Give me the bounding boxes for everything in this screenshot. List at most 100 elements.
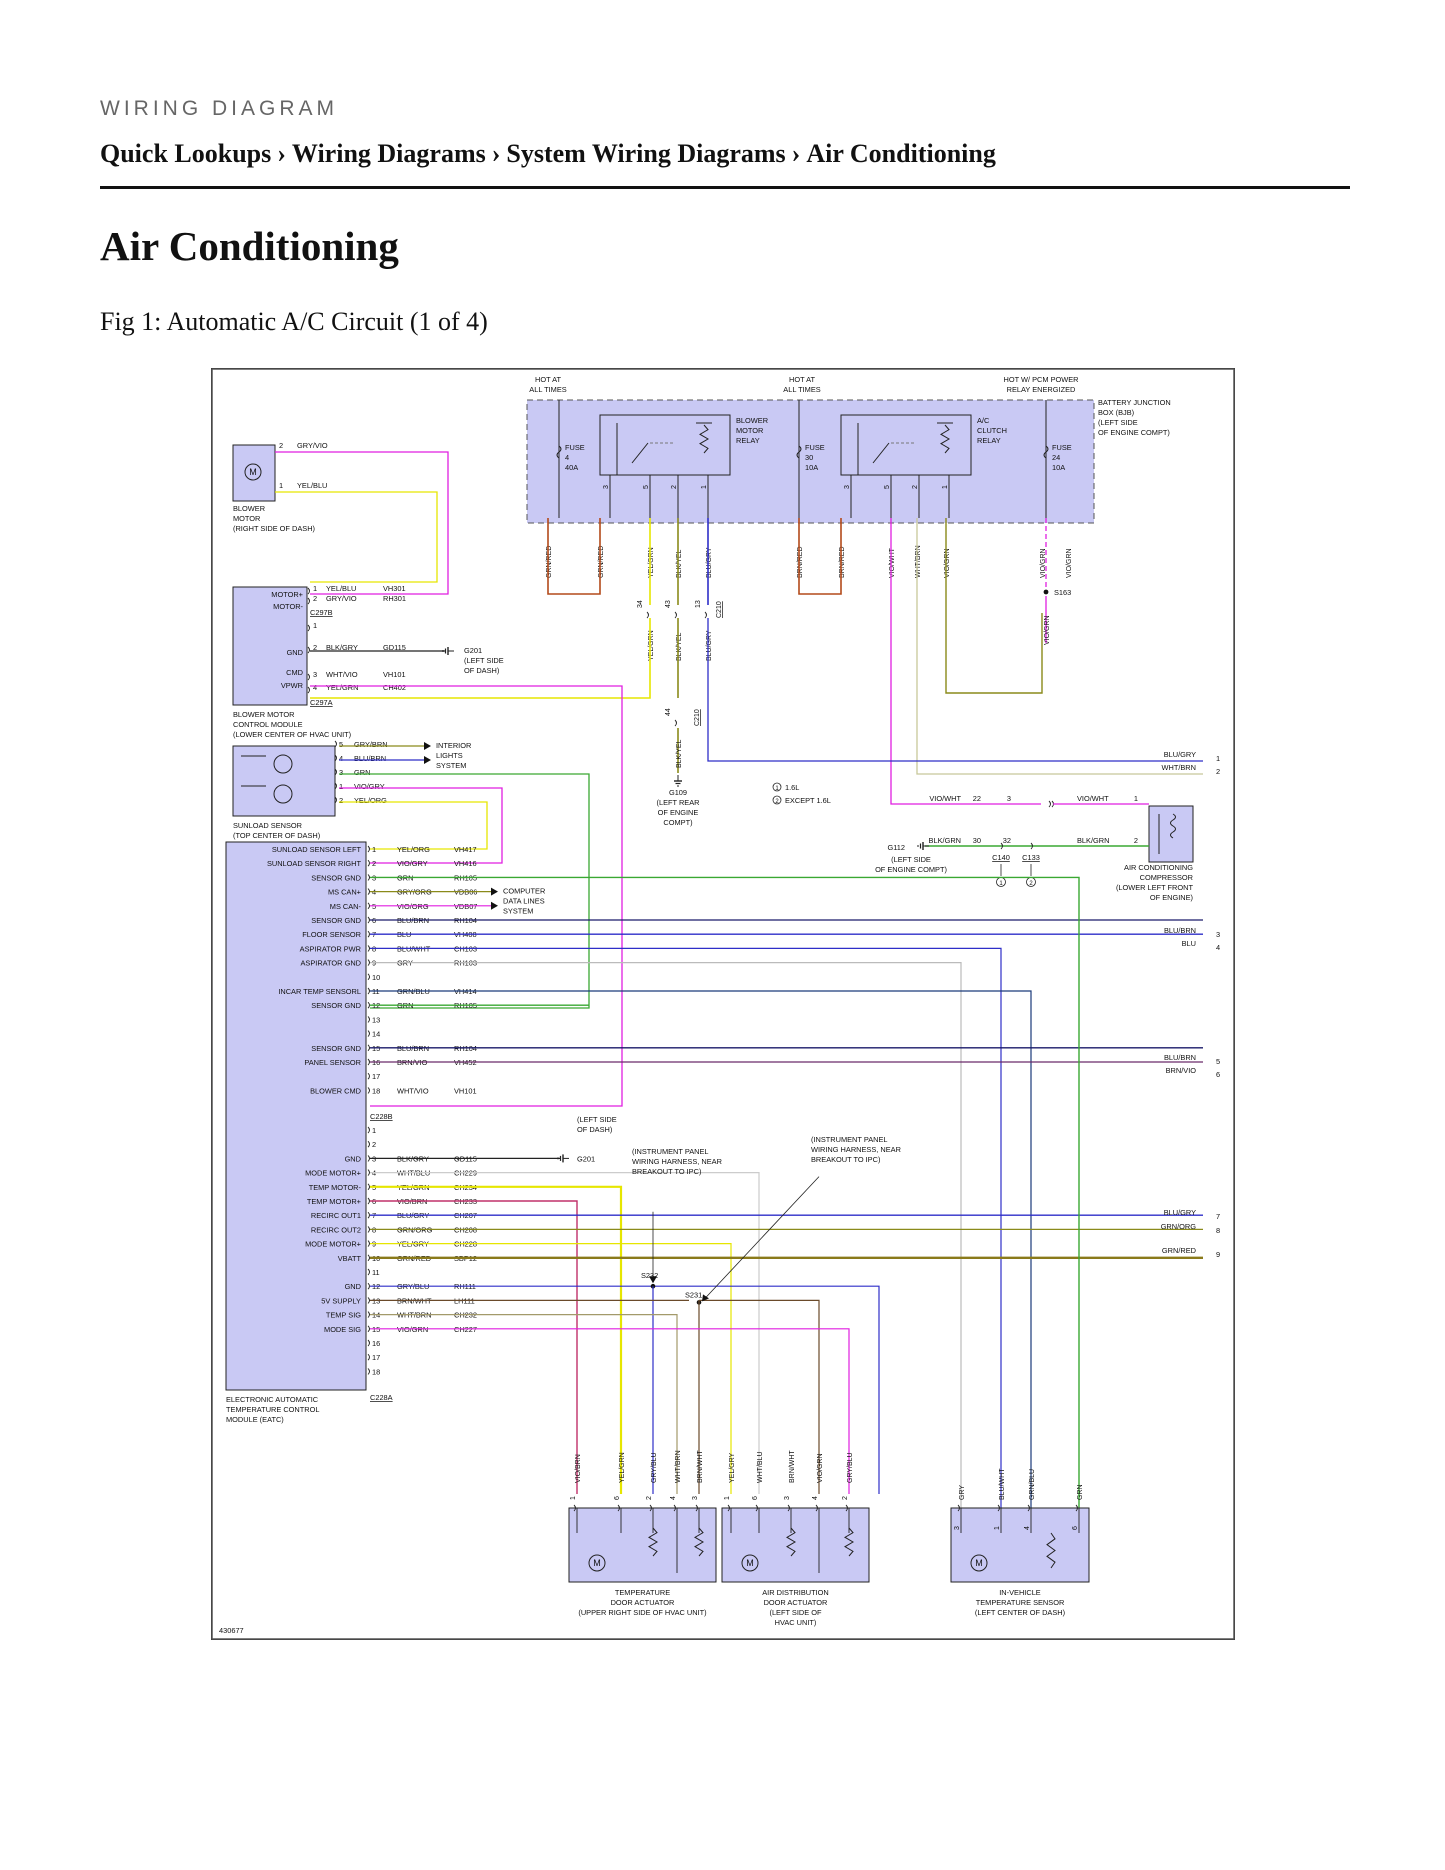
breadcrumb-quick-lookups[interactable]: Quick Lookups bbox=[100, 139, 272, 168]
wire-yel-grn bbox=[370, 1185, 623, 1494]
pin-number: 4 bbox=[339, 754, 343, 763]
eatc-pin-label: 5V SUPPLY bbox=[321, 1296, 361, 1305]
wire-color-label: BRN/WHT bbox=[789, 1450, 796, 1483]
wire-wht-brn bbox=[916, 518, 1203, 775]
pin-number: 2 bbox=[279, 441, 283, 450]
bmcm-label: BLOWER MOTOR bbox=[233, 710, 294, 719]
wire-blu-gry bbox=[707, 618, 1203, 762]
leader-line bbox=[704, 1176, 820, 1299]
pin-number: 2 bbox=[313, 643, 317, 652]
connector-label: C133 bbox=[1022, 853, 1040, 862]
fuse-label: FUSE bbox=[565, 443, 585, 452]
wire-gry-vio bbox=[275, 451, 449, 595]
connector-label: C210 bbox=[694, 709, 701, 726]
hot-label: HOT AT bbox=[535, 375, 561, 384]
wire-color-label: GRY/BLU bbox=[651, 1452, 658, 1483]
ground-label: OF DASH) bbox=[464, 666, 499, 675]
breadcrumb: Quick Lookups›Wiring Diagrams›System Wir… bbox=[100, 139, 996, 169]
wire-color-label: YEL/BLU bbox=[297, 481, 327, 490]
pin-number: 14 bbox=[372, 1030, 380, 1039]
connector-mark bbox=[997, 1504, 1000, 1512]
pin-number: 1 bbox=[313, 584, 317, 593]
connector-mark bbox=[755, 1504, 758, 1512]
pin-number: 3 bbox=[692, 1496, 699, 1500]
pin-number: 1 bbox=[279, 481, 283, 490]
note-marker: 1 bbox=[999, 881, 1003, 887]
motor-icon bbox=[588, 1554, 606, 1572]
wire-grn-red bbox=[547, 518, 601, 595]
interior-lights-label: INTERIOR bbox=[436, 741, 471, 750]
wire-wht-vio bbox=[310, 685, 623, 1107]
connector-label: C297A bbox=[310, 698, 333, 707]
relay-pin-number: 5 bbox=[884, 485, 891, 489]
pin-number: 2 bbox=[372, 859, 376, 868]
connector-mark bbox=[845, 1504, 848, 1512]
figure-id: 430677 bbox=[219, 1626, 244, 1635]
relay-label: CLUTCH bbox=[977, 426, 1007, 435]
connector-mark bbox=[307, 597, 310, 605]
actuator-label: HVAC UNIT) bbox=[775, 1618, 817, 1627]
connector-pin-number: 44 bbox=[665, 708, 672, 716]
eatc-pin-label: GND bbox=[345, 1282, 361, 1291]
computer-data-lines-label: COMPUTER bbox=[503, 887, 545, 896]
note-label: 1.6L bbox=[785, 783, 799, 792]
wire-color-label: BRN/RED bbox=[797, 546, 804, 578]
wire-color-label: YEL/GRN bbox=[619, 1452, 626, 1483]
resistor-icon bbox=[844, 1527, 854, 1557]
connector-mark bbox=[367, 1155, 370, 1162]
wire-color-label: YEL/BLU bbox=[326, 584, 356, 593]
connector-mark bbox=[1075, 1504, 1078, 1512]
blower-motor-relay bbox=[599, 414, 731, 476]
wire-gry-blu bbox=[671, 1285, 880, 1494]
connector-mark bbox=[815, 1504, 818, 1512]
splice-label: S163 bbox=[1054, 588, 1071, 597]
connector-mark bbox=[1030, 842, 1033, 850]
wire-color-label: BLU/BRN bbox=[1164, 1053, 1196, 1062]
actuator-label: (UPPER RIGHT SIDE OF HVAC UNIT) bbox=[578, 1608, 706, 1617]
breadcrumb-wiring-diagrams[interactable]: Wiring Diagrams bbox=[291, 139, 486, 168]
eatc-pin-label: SENSOR GND bbox=[311, 873, 361, 882]
connector-mark bbox=[367, 1169, 370, 1176]
note-marker: 1 bbox=[775, 786, 779, 792]
connector-mark bbox=[1027, 1504, 1030, 1512]
photodiode-icon bbox=[273, 784, 293, 804]
hot-label: ALL TIMES bbox=[783, 385, 820, 394]
connector-mark bbox=[307, 686, 310, 694]
relay-pin-number: 1 bbox=[701, 485, 708, 489]
fuse-label: 10A bbox=[805, 463, 818, 472]
circuit-label: VH301 bbox=[383, 584, 406, 593]
hot-label: HOT W/ PCM POWER bbox=[1004, 375, 1079, 384]
wire-color-label: GRY bbox=[959, 1485, 966, 1500]
connector-mark bbox=[367, 1353, 370, 1361]
thermistor-icon bbox=[1046, 1532, 1056, 1569]
pin-number: 3 bbox=[313, 670, 317, 679]
compressor-label: OF ENGINE) bbox=[1150, 893, 1193, 902]
module-pin-label: GND bbox=[287, 648, 303, 657]
eatc-pin-label: RECIRC OUT2 bbox=[311, 1225, 361, 1234]
ground-label: (LEFT SIDE bbox=[891, 855, 931, 864]
eatc-pin-label: MODE SIG bbox=[324, 1325, 361, 1334]
wire-color-label: BRN/VIO bbox=[1166, 1066, 1197, 1075]
connector-mark bbox=[367, 1240, 370, 1247]
fuse-label: 30 bbox=[805, 453, 813, 462]
wire-color-label: VIO/WHT bbox=[1077, 794, 1109, 803]
relay-coil-icon bbox=[699, 424, 709, 454]
wire-color-label: BLU/BRN bbox=[1164, 926, 1196, 935]
connector-mark bbox=[367, 902, 370, 910]
figure-frame-border bbox=[211, 368, 1235, 1640]
fuse-icon bbox=[556, 445, 562, 459]
connector-mark bbox=[367, 1126, 370, 1134]
circuit-label: RH301 bbox=[383, 594, 406, 603]
breadcrumb-air-conditioning[interactable]: Air Conditioning bbox=[806, 139, 996, 168]
pin-number: 17 bbox=[372, 1353, 380, 1362]
wire-yel-gry bbox=[370, 1242, 732, 1494]
interior-lights-label: SYSTEM bbox=[436, 761, 466, 770]
breadcrumb-system-wiring-diagrams[interactable]: System Wiring Diagrams bbox=[506, 139, 786, 168]
eatc-pin-label: SUNLOAD SENSOR RIGHT bbox=[267, 859, 362, 868]
module-pin-label: CMD bbox=[286, 668, 303, 677]
wire-vio-grn bbox=[370, 1328, 850, 1494]
compressor-label: COMPRESSOR bbox=[1140, 873, 1193, 882]
eatc-pin-label: MS CAN- bbox=[330, 902, 362, 911]
splice-label: S231 bbox=[685, 1290, 702, 1299]
